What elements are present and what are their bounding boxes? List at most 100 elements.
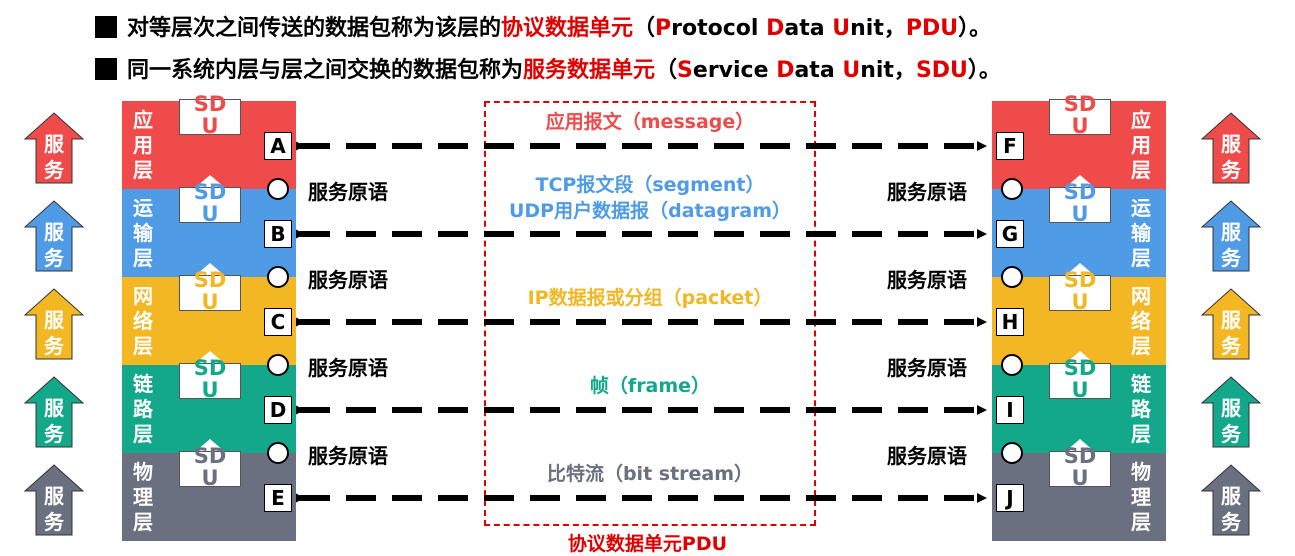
header-word: ata: [794, 58, 843, 83]
service-arrow-label: 服务: [1221, 396, 1241, 446]
service-access-point: [267, 266, 289, 288]
layer-name: 网络层: [133, 284, 153, 358]
message-label: TCP报文段（segment）UDP用户数据报（datagram）: [508, 174, 792, 222]
layer-name: 链路层: [133, 372, 153, 446]
service-arrow-icon: [23, 112, 85, 184]
service-arrow-icon: [23, 288, 85, 360]
sdu-arrow-icon: [196, 351, 224, 363]
service-arrow-label: 服务: [44, 132, 64, 182]
interface-box-H: H: [996, 308, 1024, 336]
service-arrow-icon: [1200, 376, 1262, 448]
layer-name: 物理层: [1131, 460, 1151, 534]
sdu-box: [1049, 187, 1111, 223]
interface-box-B: B: [264, 220, 292, 248]
header-letter: P: [655, 16, 672, 41]
sdu-arrow-icon: [196, 87, 224, 99]
header-letter: D: [766, 16, 785, 41]
sdu-box: [1049, 363, 1111, 399]
service-arrow-label: 服务: [1221, 308, 1241, 358]
header-text: 对等层次之间传送的数据包称为该层的: [127, 16, 502, 41]
service-arrow-label: 服务: [1221, 484, 1241, 534]
service-arrow-label: 服务: [44, 396, 64, 446]
service-access-point: [267, 354, 289, 376]
header-end: ）。: [958, 16, 992, 41]
bullet-square-icon: [95, 58, 117, 80]
header-text: 同一系统内层与层之间交换的数据包称为: [127, 58, 524, 83]
message-label: 帧（frame）: [589, 375, 711, 397]
sdu-arrow-icon: [1066, 351, 1094, 363]
header-letter: U: [842, 58, 861, 83]
interface-box-D: D: [264, 396, 292, 424]
service-arrow-label: 服务: [44, 308, 64, 358]
layer-name: 链路层: [1131, 372, 1151, 446]
interface-box-G: G: [996, 220, 1024, 248]
sdu-arrow-icon: [1066, 439, 1094, 451]
header-line-2: 同一系统内层与层之间交换的数据包称为服务数据单元（Service Data Un…: [95, 52, 1001, 84]
service-primitive-label: 服务原语: [887, 180, 967, 204]
service-arrow-icon: [1200, 288, 1262, 360]
service-arrow-icon: [1200, 112, 1262, 184]
service-access-point: [1001, 178, 1023, 200]
service-arrow-label: 服务: [44, 484, 64, 534]
header-line-1: 对等层次之间传送的数据包称为该层的协议数据单元（Protocol Data Un…: [95, 10, 991, 42]
layer-name: 应用层: [1131, 108, 1151, 182]
service-arrow-icon: [23, 376, 85, 448]
message-label: IP数据报或分组（packet）: [527, 287, 773, 309]
interface-box-I: I: [996, 396, 1024, 424]
interface-box-F: F: [996, 132, 1024, 160]
sdu-box: [179, 275, 241, 311]
header-letter: D: [776, 58, 795, 83]
service-arrow-icon: [23, 200, 85, 272]
sdu-box: [179, 451, 241, 487]
header-abbr: PDU: [905, 16, 959, 41]
layer-name: 物理层: [133, 460, 153, 534]
service-primitive-label: 服务原语: [308, 356, 388, 380]
header-word: nit，: [860, 58, 916, 83]
sdu-box: [1049, 275, 1111, 311]
header-end: ）。: [967, 58, 1001, 83]
service-access-point: [1001, 266, 1023, 288]
service-arrow-label: 服务: [44, 220, 64, 270]
header-word: nit，: [850, 16, 906, 41]
service-access-point: [267, 178, 289, 200]
service-primitive-label: 服务原语: [308, 180, 388, 204]
sdu-box: [1049, 99, 1111, 135]
bullet-square-icon: [95, 16, 117, 38]
sdu-arrow-icon: [196, 175, 224, 187]
header-word: rotocol: [671, 16, 767, 41]
header-highlight: 协议数据单元: [501, 16, 634, 41]
layer-name: 应用层: [133, 108, 153, 182]
service-arrow-icon: [1200, 200, 1262, 272]
service-access-point: [1001, 442, 1023, 464]
header-word: ervice: [692, 58, 777, 83]
service-primitive-label: 服务原语: [887, 444, 967, 468]
service-primitive-label: 服务原语: [887, 268, 967, 292]
sdu-arrow-icon: [1066, 87, 1094, 99]
layer-name: 网络层: [1131, 284, 1151, 358]
interface-box-C: C: [264, 308, 292, 336]
service-arrow-label: 服务: [1221, 132, 1241, 182]
service-primitive-label: 服务原语: [887, 356, 967, 380]
message-label: 比特流（bit stream）: [546, 463, 754, 485]
service-access-point: [1001, 354, 1023, 376]
